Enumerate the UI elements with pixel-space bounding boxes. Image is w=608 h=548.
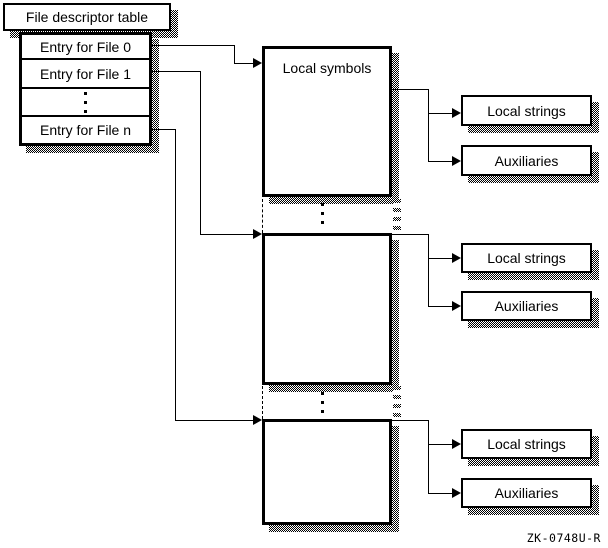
arrowhead-icon — [253, 58, 262, 68]
connector-line — [428, 444, 452, 445]
connector-line — [200, 71, 201, 235]
connector-line — [392, 89, 428, 90]
table-title: File descriptor table — [25, 9, 149, 25]
arrowhead-icon — [253, 415, 262, 425]
arrowhead-icon — [452, 488, 461, 498]
entry-row-ellipsis — [22, 87, 149, 115]
entry-row: Entry for File 0 — [22, 35, 149, 58]
file-descriptor-table: Entry for File 0 Entry for File 1 Entry … — [19, 32, 152, 146]
local-strings-label: Local strings — [487, 102, 566, 119]
arrowhead-icon — [253, 229, 262, 239]
local-strings-box-2: Local strings — [461, 243, 592, 273]
connector-line — [152, 129, 176, 130]
entry-row: Entry for File n — [22, 115, 149, 143]
connector-line — [152, 71, 200, 72]
local-strings-box-3: Local strings — [461, 429, 592, 459]
auxiliaries-box-1: Auxiliaries — [461, 145, 592, 176]
arrowhead-icon — [452, 253, 461, 263]
connector-line — [428, 234, 429, 307]
connector-line — [428, 161, 452, 162]
auxiliaries-label: Auxiliaries — [494, 485, 559, 501]
symbol-section-box-2 — [262, 233, 392, 385]
vertical-ellipsis — [321, 203, 324, 224]
local-symbols-label: Local symbols — [282, 60, 372, 76]
symbol-section-box-3 — [262, 419, 392, 525]
entry-label: Entry for File n — [39, 122, 132, 138]
drop-shadow-dashed — [393, 199, 401, 233]
connector-line — [200, 234, 253, 235]
auxiliaries-box-3: Auxiliaries — [461, 478, 592, 508]
arrowhead-icon — [452, 108, 461, 118]
vertical-ellipsis — [321, 392, 324, 413]
connector-line — [175, 420, 253, 421]
connector-line — [428, 258, 452, 259]
connector-line — [428, 89, 429, 162]
entry-label: Entry for File 1 — [39, 65, 132, 82]
arrowhead-icon — [452, 439, 461, 449]
auxiliaries-label: Auxiliaries — [494, 152, 559, 169]
connector-line — [428, 420, 429, 494]
arrowhead-icon — [452, 301, 461, 311]
connector-line — [428, 113, 452, 114]
drop-shadow-dashed — [393, 386, 401, 419]
connector-line — [234, 45, 235, 64]
connector-line — [428, 493, 452, 494]
entry-label: Entry for File 0 — [39, 38, 132, 55]
entry-row: Entry for File 1 — [22, 58, 149, 87]
local-strings-label: Local strings — [487, 436, 566, 452]
auxiliaries-box-2: Auxiliaries — [461, 291, 592, 321]
connector-line — [428, 306, 452, 307]
vertical-ellipsis — [84, 91, 87, 113]
dashed-continuation-line — [262, 386, 263, 419]
connector-line — [392, 234, 428, 235]
local-strings-label: Local strings — [487, 250, 566, 266]
auxiliaries-label: Auxiliaries — [494, 298, 559, 314]
connector-line — [392, 420, 428, 421]
dashed-continuation-line — [262, 199, 263, 233]
figure-id-label: ZK-0748U-R — [526, 531, 601, 545]
local-symbols-box-1: Local symbols — [262, 46, 392, 197]
file-descriptor-table-title-box: File descriptor table — [3, 3, 171, 31]
connector-line — [175, 129, 176, 421]
connector-line — [152, 45, 234, 46]
arrowhead-icon — [452, 156, 461, 166]
local-strings-box-1: Local strings — [461, 95, 592, 126]
connector-line — [234, 63, 254, 64]
